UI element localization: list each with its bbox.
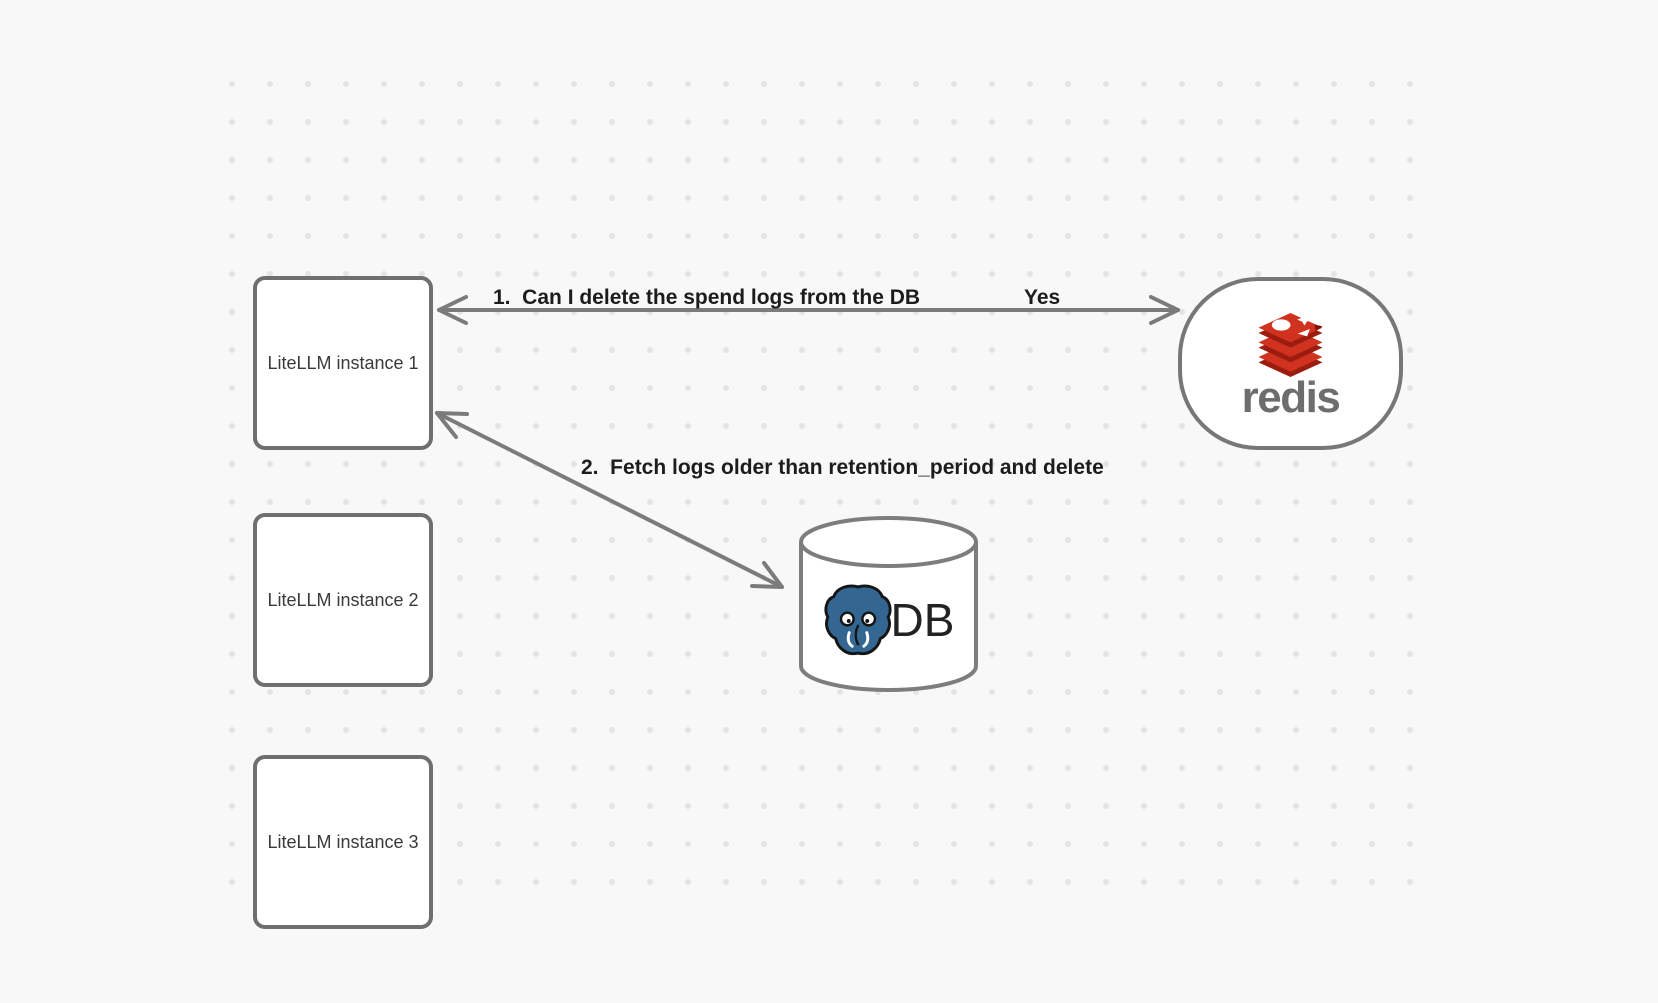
- arrow1-response-label[interactable]: Yes: [1024, 286, 1061, 309]
- db-label: DB: [890, 594, 955, 646]
- arrow2-label[interactable]: 2. Fetch logs older than retention_perio…: [581, 456, 1104, 479]
- arrow-instance1-db[interactable]: [435, 411, 784, 589]
- arrow1-label[interactable]: 1. Can I delete the spend logs from the …: [493, 286, 921, 309]
- redis-logo-icon: [1258, 312, 1323, 377]
- postgresql-elephant-icon: [824, 584, 892, 656]
- node-database[interactable]: DB: [797, 516, 980, 694]
- node-redis[interactable]: redis: [1178, 277, 1403, 450]
- redis-wordmark: redis: [1241, 372, 1341, 422]
- node-litellm-instance-3[interactable]: LiteLLM instance 3: [253, 755, 433, 929]
- dot-grid: [229, 81, 1413, 885]
- node-label: LiteLLM instance 1: [267, 352, 419, 373]
- node-label: LiteLLM instance 2: [267, 589, 419, 610]
- arrow-instance1-redis[interactable]: [437, 295, 1180, 325]
- node-label: LiteLLM instance 3: [267, 831, 419, 852]
- node-litellm-instance-2[interactable]: LiteLLM instance 2: [253, 513, 433, 687]
- node-litellm-instance-1[interactable]: LiteLLM instance 1: [253, 276, 433, 450]
